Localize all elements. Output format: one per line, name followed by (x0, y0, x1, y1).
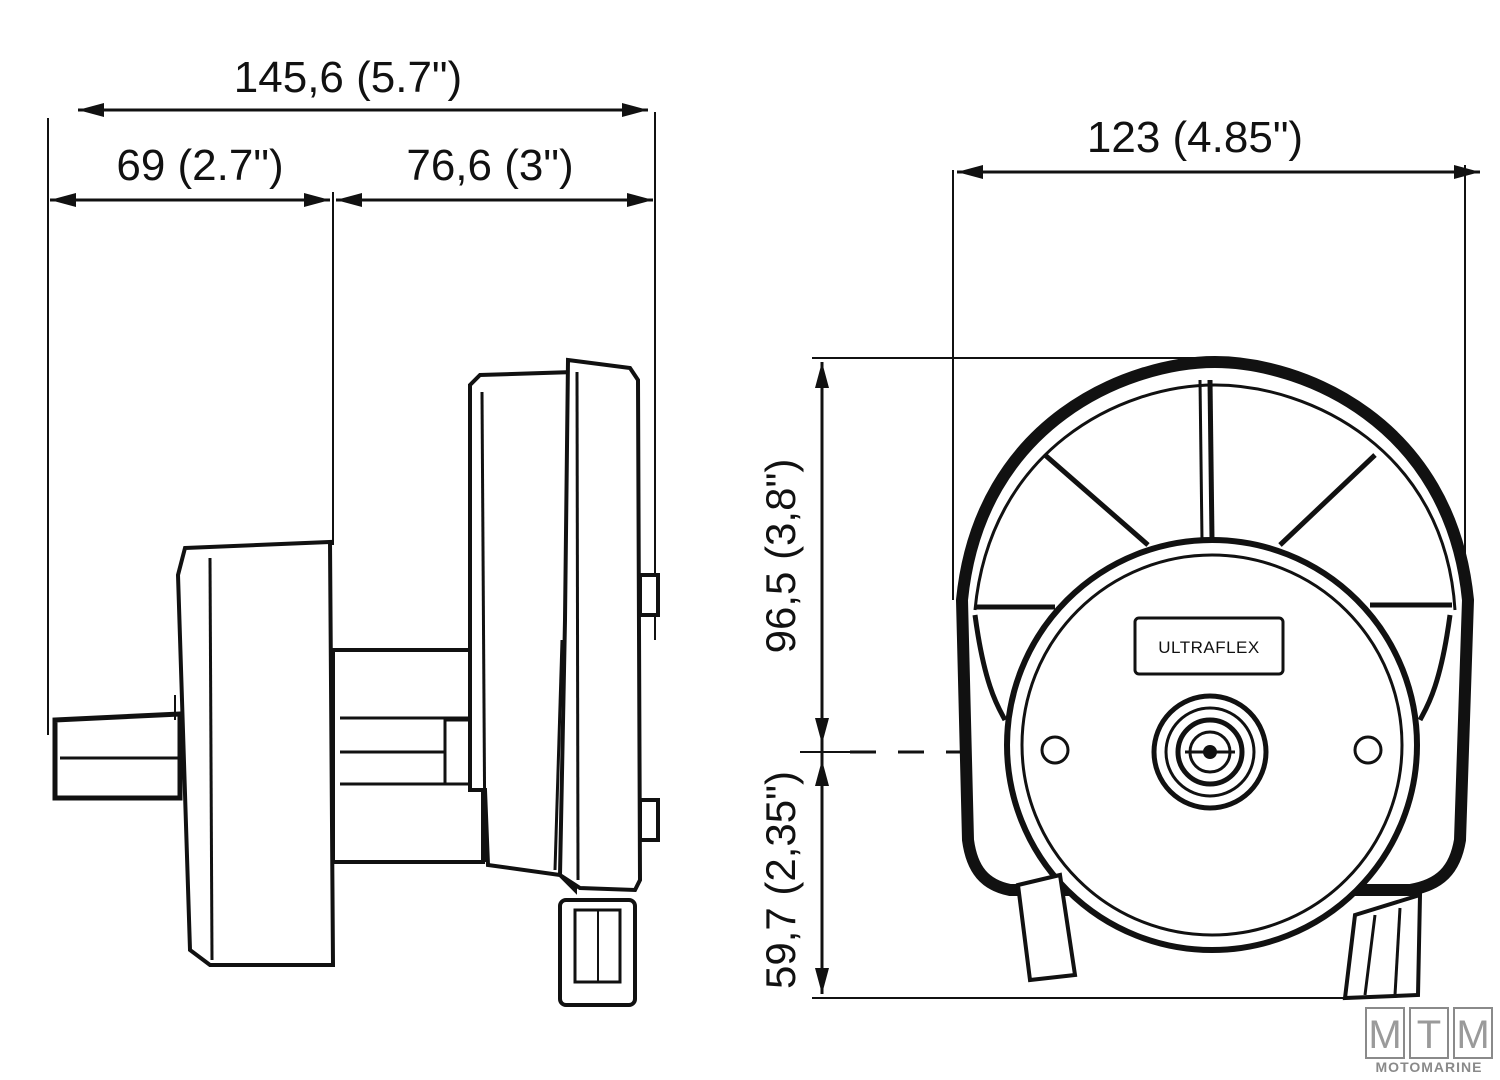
front-width-label: 123 (4.85") (1087, 113, 1303, 162)
mounting-flange (175, 539, 336, 967)
brand-plate (1133, 616, 1285, 676)
steering-shaft (52, 695, 183, 801)
watermark-letter-1: M (1368, 1013, 1401, 1057)
helm-neck (331, 648, 485, 864)
right-width-dimension: 76,6 (3") (336, 141, 653, 207)
right-width-label: 76,6 (3") (406, 141, 573, 190)
watermark-letter-2: T (1417, 1013, 1441, 1057)
left-width-dimension: 69 (2.7") (50, 141, 330, 207)
helm-dial: ULTRAFLEX (1004, 537, 1420, 953)
front-width-dimension: 123 (4.85") (952, 113, 1480, 600)
watermark-letter-3: M (1456, 1013, 1489, 1057)
front-view: 123 (4.85") 96,5 (3,8") 59,7 (2,35") (757, 113, 1480, 1001)
shaft-hub (1151, 693, 1269, 811)
height-dimensions: 96,5 (3,8") 59,7 (2,35") (757, 357, 1350, 999)
helm-housing (468, 357, 660, 895)
cable-outlet (558, 898, 637, 1007)
overall-width-label: 145,6 (5.7") (234, 53, 462, 102)
lower-height-label: 59,7 (2,35") (757, 771, 804, 989)
watermark-caption: MOTOMARINE (1376, 1059, 1483, 1075)
left-screw-hole (1040, 735, 1070, 765)
watermark-box-1 (1365, 1007, 1405, 1059)
brand-plate-text: ULTRAFLEX (1158, 638, 1260, 657)
watermark-box-3 (1453, 1007, 1493, 1059)
front-cable-outlets (1015, 872, 1423, 1001)
upper-height-label: 96,5 (3,8") (757, 459, 804, 654)
watermark-logo: M T M MOTOMARINE (1365, 1007, 1493, 1075)
left-width-label: 69 (2.7") (116, 141, 283, 190)
watermark-box-2 (1409, 1007, 1449, 1059)
right-screw-hole (1353, 735, 1383, 765)
overall-width-dimension: 145,6 (5.7") (78, 53, 648, 117)
side-view: 145,6 (5.7") 69 (2.7") 76,6 (3") (47, 53, 660, 1007)
